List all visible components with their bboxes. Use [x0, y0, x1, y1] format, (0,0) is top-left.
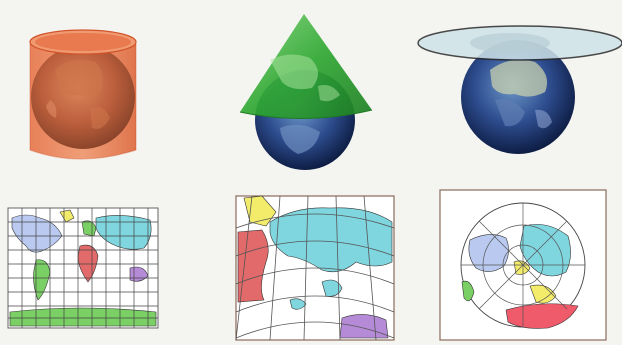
cone-shape [239, 14, 373, 119]
globe-blue-plane [461, 40, 575, 154]
azimuthal-map [439, 189, 607, 341]
cylinder-front [29, 29, 137, 160]
cylindrical-projection-panel [29, 29, 137, 160]
cylindrical-map [7, 207, 159, 329]
conic-projection-panel [239, 14, 373, 170]
azimuthal-projection-panel [417, 25, 622, 154]
conic-map [235, 195, 395, 341]
tangent-plane [417, 25, 622, 61]
globe-red [31, 45, 135, 149]
